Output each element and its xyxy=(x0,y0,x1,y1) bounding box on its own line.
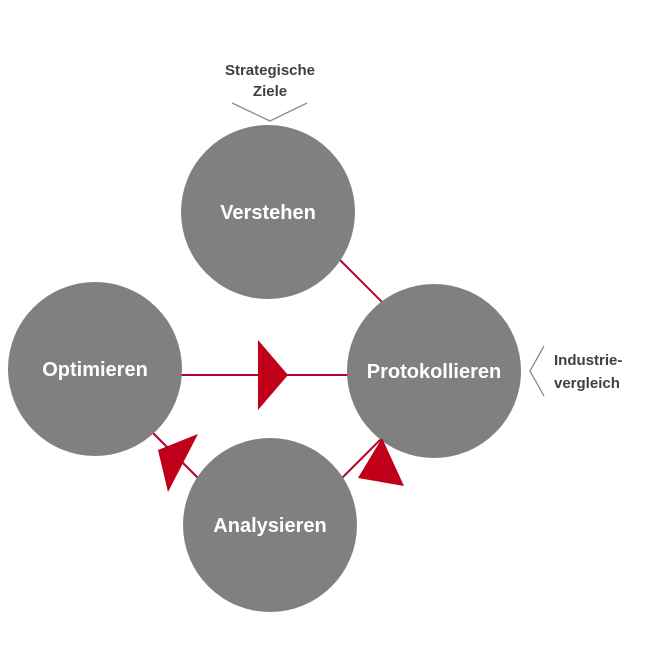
node-protokollieren xyxy=(347,284,521,458)
node-verstehen xyxy=(181,125,355,299)
node-analysieren xyxy=(183,438,357,612)
label-analysieren: Analysieren xyxy=(213,515,326,537)
bracket-top-icon xyxy=(231,102,308,122)
annotation-strategische-ziele-line2: Ziele xyxy=(253,83,287,100)
bracket-right-icon xyxy=(529,345,545,397)
arrow-right-icon xyxy=(258,340,288,410)
node-optimieren xyxy=(8,282,182,456)
annotation-industrievergleich-line2: vergleich xyxy=(554,375,620,392)
label-verstehen: Verstehen xyxy=(220,202,316,224)
arrow-down-left-icon xyxy=(358,438,404,486)
label-optimieren: Optimieren xyxy=(42,359,148,381)
label-protokollieren: Protokollieren xyxy=(367,361,501,383)
annotation-strategische-ziele-line1: Strategische xyxy=(225,62,315,79)
arrow-up-left-icon xyxy=(158,434,198,492)
annotation-industrievergleich-line1: Industrie- xyxy=(554,352,622,369)
